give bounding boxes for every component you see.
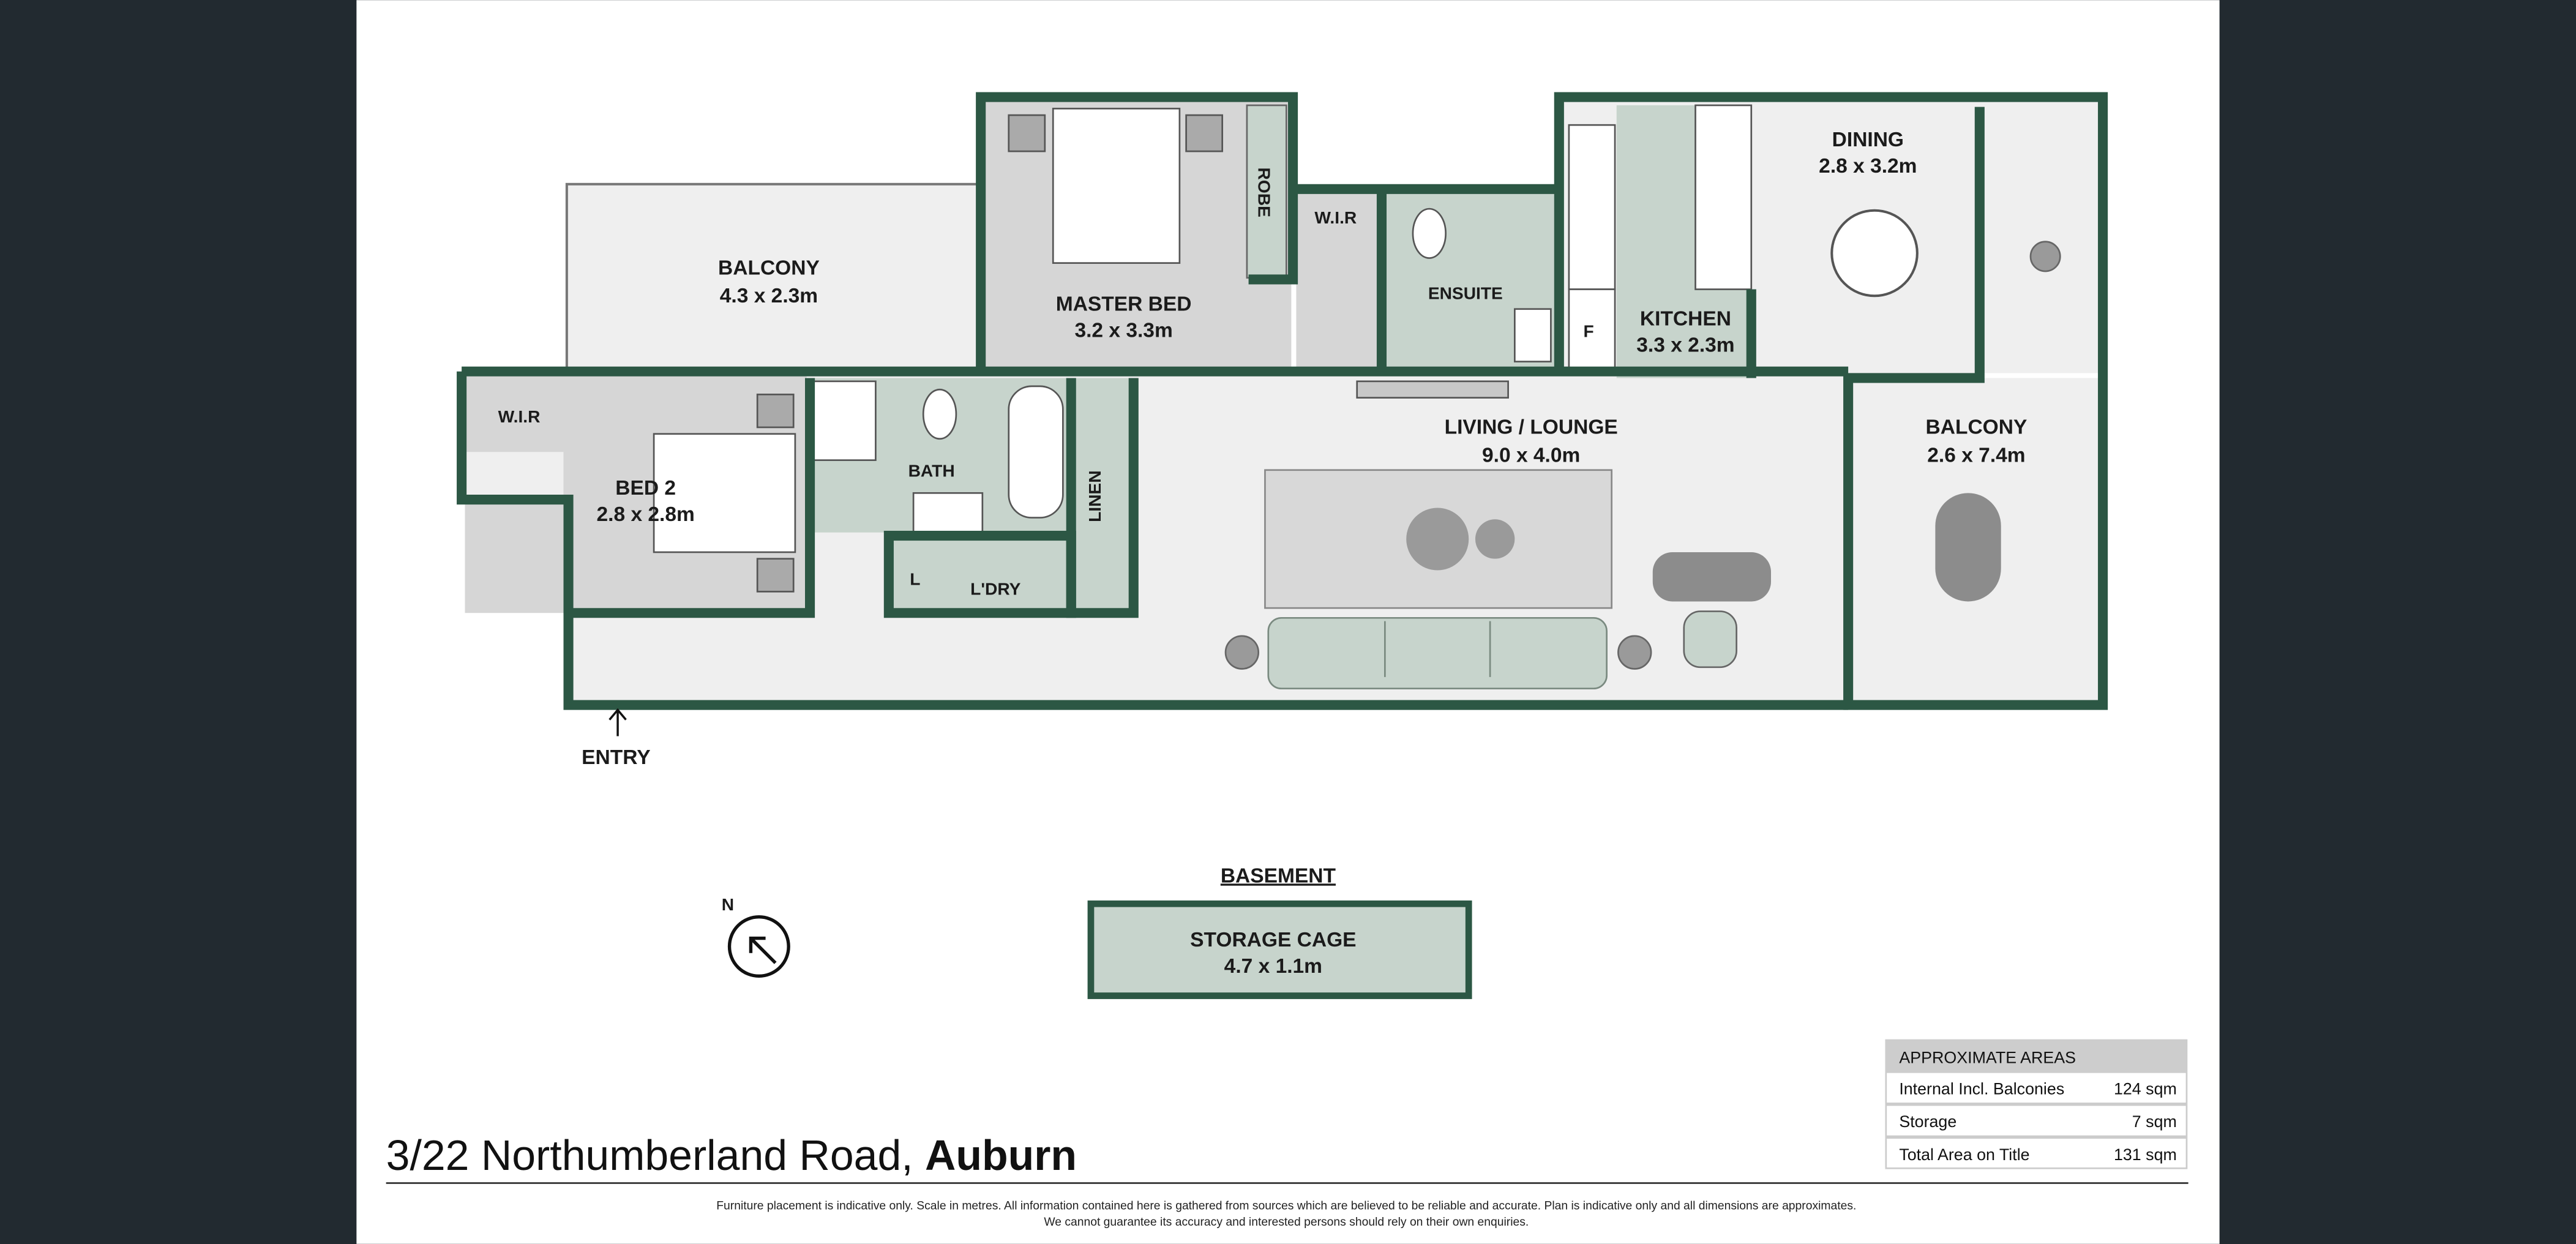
storage-size: 4.7 x 1.1m: [1224, 955, 1322, 978]
entry-label: ENTRY: [582, 746, 650, 769]
master-bed: [984, 100, 1382, 373]
storage-name: STORAGE CAGE: [1190, 929, 1356, 951]
bed2-name: BED 2: [615, 477, 676, 500]
sofa: [1267, 616, 1608, 690]
coffee-table: [1406, 508, 1469, 571]
dining-table: [1830, 209, 1919, 298]
area-label: Storage: [1899, 1112, 1956, 1131]
master-bed-size: 3.2 x 3.3m: [1074, 319, 1172, 342]
living-name: LIVING / LOUNGE: [1445, 416, 1618, 439]
linen: [1076, 378, 1133, 613]
master-bed-name: MASTER BED: [1056, 293, 1192, 315]
entry-arrow-icon: [608, 708, 627, 736]
bed-2: [465, 375, 807, 613]
living-size: 9.0 x 4.0m: [1482, 444, 1580, 466]
balcony-left-name: BALCONY: [718, 257, 820, 279]
laundry-label: L'DRY: [970, 579, 1021, 599]
bath-label: BATH: [908, 460, 955, 480]
balcony-left: [565, 182, 983, 373]
disclaimer-line-2: We cannot guarantee its accuracy and int…: [1044, 1216, 1529, 1229]
walls: [457, 92, 2108, 710]
balcony-right-name: BALCONY: [1926, 416, 2027, 439]
fireplace: [1356, 380, 1509, 399]
disclaimer-line-1: Furniture placement is indicative only. …: [716, 1199, 1856, 1212]
balcony-right-size: 2.6 x 7.4m: [1927, 444, 2025, 466]
fridge-label: F: [1584, 321, 1594, 340]
dining-size: 2.8 x 3.2m: [1819, 155, 1917, 178]
kitchen-size: 3.3 x 2.3m: [1636, 334, 1734, 357]
area-value: 7 sqm: [2132, 1112, 2177, 1131]
area-value: 131 sqm: [2114, 1145, 2177, 1164]
rug: [1264, 469, 1613, 609]
kitchen-dining: [1562, 100, 2100, 378]
linen-label: LINEN: [1085, 470, 1104, 522]
area-value: 124 sqm: [2114, 1080, 2177, 1098]
l-label: L: [910, 569, 920, 589]
area-label: Internal Incl. Balconies: [1899, 1080, 2064, 1098]
ensuite-label: ENSUITE: [1428, 283, 1503, 303]
areas-table: APPROXIMATE AREAS Internal Incl. Balconi…: [1885, 1039, 2188, 1169]
armchair: [1683, 610, 1737, 669]
tv-unit: [1652, 552, 1771, 602]
ensuite: [1381, 190, 1554, 373]
bed2-size: 2.8 x 2.8m: [597, 503, 695, 526]
compass-north-label: N: [722, 894, 734, 914]
balcony-right: [1848, 241, 2100, 705]
storage-cage: [1087, 900, 1472, 999]
basement-heading: BASEMENT: [1221, 864, 1336, 887]
laundry: [892, 541, 1066, 613]
robe-label: ROBE: [1255, 168, 1275, 217]
address-street: 3/22 Northumberland Road,: [386, 1131, 925, 1179]
address-suburb: Auburn: [925, 1131, 1077, 1179]
area-label: Total Area on Title: [1899, 1145, 2029, 1164]
wir-bed2-label: W.I.R: [498, 407, 541, 426]
bath: [810, 378, 1068, 534]
side-table: [1475, 519, 1515, 559]
areas-title: APPROXIMATE AREAS: [1899, 1049, 2076, 1067]
balcony-left-size: 4.3 x 2.3m: [720, 285, 818, 307]
compass-icon: [727, 915, 790, 978]
wir-master-label: W.I.R: [1314, 208, 1357, 227]
dining-name: DINING: [1832, 129, 1904, 151]
address: 3/22 Northumberland Road, Auburn: [386, 1131, 1077, 1179]
kitchen-name: KITCHEN: [1640, 308, 1731, 331]
